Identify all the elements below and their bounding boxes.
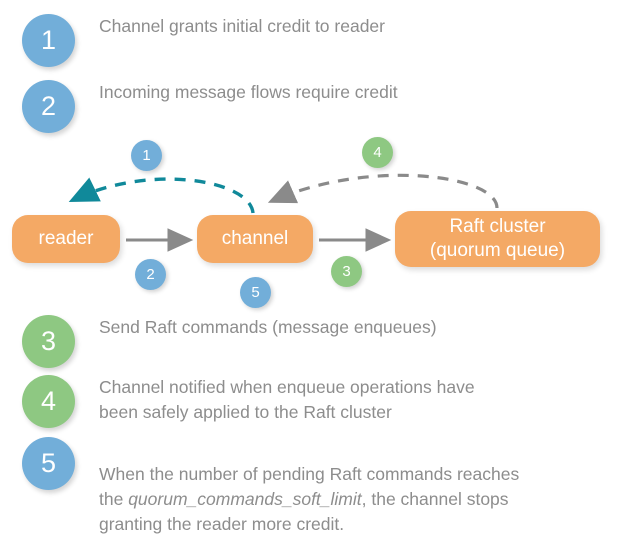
- legend-badge-5: 5: [22, 437, 75, 490]
- legend-label-5-emphasis: quorum_commands_soft_limit: [128, 489, 362, 509]
- legend-item-5: 5 When the number of pending Raft comman…: [22, 437, 519, 537]
- diagram-badge-3: 3: [331, 256, 362, 287]
- node-reader[interactable]: reader: [12, 215, 120, 263]
- legend-badge-3: 3: [22, 315, 75, 368]
- legend-badge-2: 2: [22, 80, 75, 133]
- legend-label-5: When the number of pending Raft commands…: [99, 437, 519, 537]
- diagram-badge-1: 1: [131, 140, 162, 171]
- legend-label-3: Send Raft commands (message enqueues): [99, 317, 437, 337]
- legend-label-5-part1: When the number of pending Raft commands…: [99, 464, 520, 509]
- legend-badge-4: 4: [22, 375, 75, 428]
- diagram-badge-2: 2: [135, 259, 166, 290]
- edge-raft-to-channel-applied: [267, 173, 499, 209]
- legend-label-5-part2: , the channel stops granting the reader …: [99, 489, 509, 534]
- legend-label-1: Channel grants initial credit to reader: [99, 16, 385, 36]
- node-raft-cluster[interactable]: Raft cluster (quorum queue): [395, 211, 600, 267]
- legend-label-2: Incoming message flows require credit: [99, 82, 398, 102]
- legend-badge-1: 1: [22, 14, 75, 67]
- legend-item-2: 2 Incoming message flows require credit: [22, 80, 398, 133]
- diagram-badge-4: 4: [362, 137, 393, 168]
- edge-channel-to-reader-credit: [68, 177, 255, 214]
- diagram-badge-5: 5: [240, 277, 271, 308]
- node-channel[interactable]: channel: [197, 215, 313, 263]
- legend-item-1: 1 Channel grants initial credit to reade…: [22, 14, 385, 67]
- legend-label-4: Channel notified when enqueue operations…: [99, 377, 475, 422]
- legend-item-4: 4 Channel notified when enqueue operatio…: [22, 375, 475, 428]
- legend-item-3: 3 Send Raft commands (message enqueues): [22, 315, 437, 368]
